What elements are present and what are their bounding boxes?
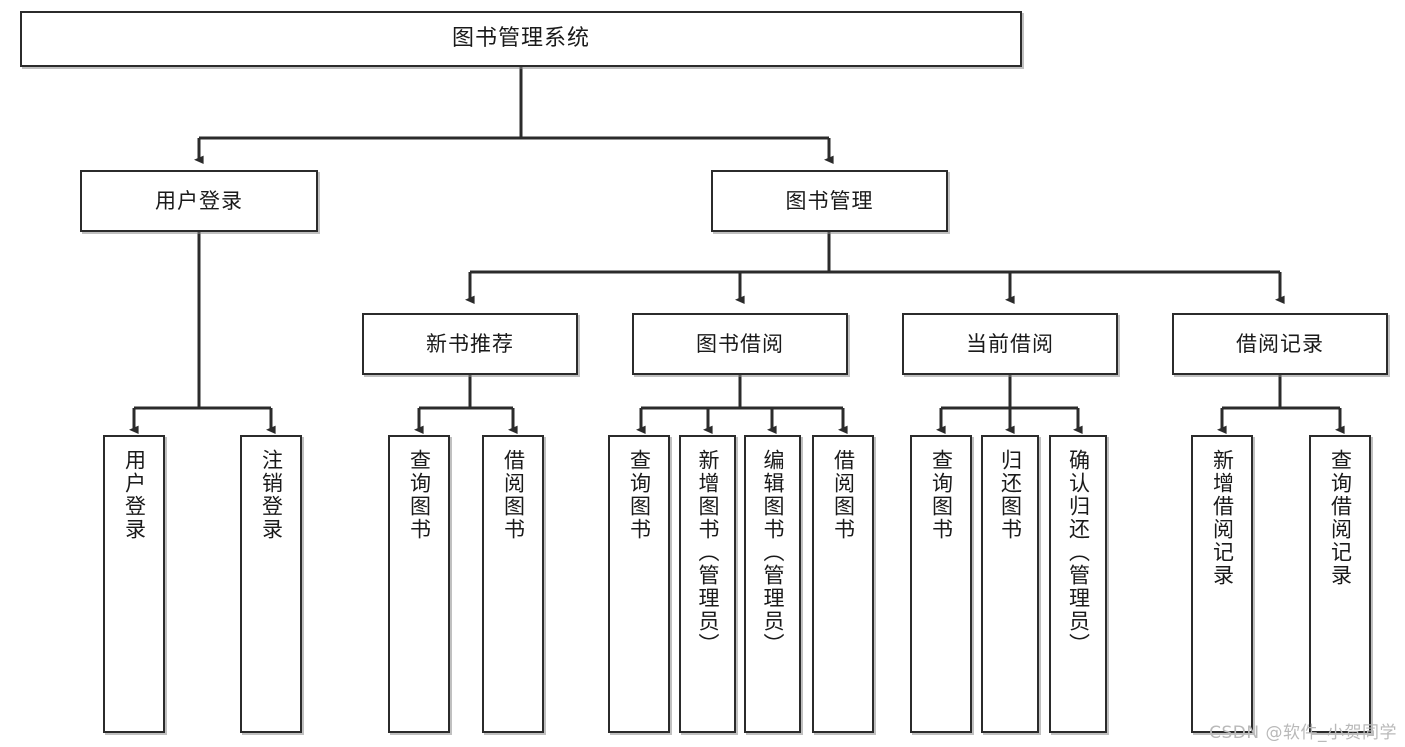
leaf-current-confirm-return-label: 确认归还（管理员） [1066, 449, 1091, 656]
leaf-borrow-add-book[interactable]: 新增图书（管理员） [679, 435, 736, 733]
leaf-borrow-borrow-book-label: 借阅图书 [831, 449, 856, 541]
node-user-login[interactable]: 用户登录 [80, 170, 318, 232]
leaf-recommend-query-book[interactable]: 查询图书 [388, 435, 450, 733]
leaf-user-login-login-label: 用户登录 [122, 449, 147, 541]
leaf-record-add-record[interactable]: 新增借阅记录 [1191, 435, 1253, 733]
leaf-current-return-book-label: 归还图书 [998, 449, 1023, 541]
leaf-borrow-borrow-book[interactable]: 借阅图书 [812, 435, 874, 733]
leaf-borrow-edit-book-label: 编辑图书（管理员） [760, 449, 785, 656]
leaf-recommend-borrow-book-label: 借阅图书 [501, 449, 526, 541]
node-book-borrow[interactable]: 图书借阅 [632, 313, 848, 375]
node-new-book-recommend[interactable]: 新书推荐 [362, 313, 578, 375]
node-book-borrow-label: 图书借阅 [696, 331, 784, 356]
leaf-current-confirm-return[interactable]: 确认归还（管理员） [1049, 435, 1107, 733]
leaf-current-return-book[interactable]: 归还图书 [981, 435, 1039, 733]
leaf-recommend-borrow-book[interactable]: 借阅图书 [482, 435, 544, 733]
node-root-system[interactable]: 图书管理系统 [20, 11, 1022, 67]
node-borrow-record[interactable]: 借阅记录 [1172, 313, 1388, 375]
leaf-record-query-record[interactable]: 查询借阅记录 [1309, 435, 1371, 733]
node-new-book-recommend-label: 新书推荐 [426, 331, 514, 356]
watermark-text: CSDN @软件_小贺同学 [1209, 723, 1397, 743]
leaf-user-login-login[interactable]: 用户登录 [103, 435, 165, 733]
leaf-record-add-record-label: 新增借阅记录 [1210, 449, 1235, 587]
node-book-management-label: 图书管理 [785, 188, 874, 213]
leaf-current-query-book[interactable]: 查询图书 [910, 435, 972, 733]
leaf-user-login-logout-label: 注销登录 [259, 449, 284, 541]
leaf-borrow-edit-book[interactable]: 编辑图书（管理员） [744, 435, 801, 733]
node-user-login-label: 用户登录 [155, 188, 243, 213]
node-current-borrow[interactable]: 当前借阅 [902, 313, 1118, 375]
leaf-record-query-record-label: 查询借阅记录 [1328, 449, 1353, 587]
leaf-borrow-add-book-label: 新增图书（管理员） [695, 449, 720, 656]
leaf-borrow-query-book-label: 查询图书 [627, 449, 652, 541]
leaf-recommend-query-book-label: 查询图书 [407, 449, 432, 541]
leaf-borrow-query-book[interactable]: 查询图书 [608, 435, 670, 733]
leaf-user-login-logout[interactable]: 注销登录 [240, 435, 302, 733]
node-book-management[interactable]: 图书管理 [711, 170, 948, 232]
node-root-system-label: 图书管理系统 [451, 26, 590, 52]
leaf-current-query-book-label: 查询图书 [929, 449, 954, 541]
node-current-borrow-label: 当前借阅 [966, 331, 1054, 356]
node-borrow-record-label: 借阅记录 [1236, 331, 1324, 356]
